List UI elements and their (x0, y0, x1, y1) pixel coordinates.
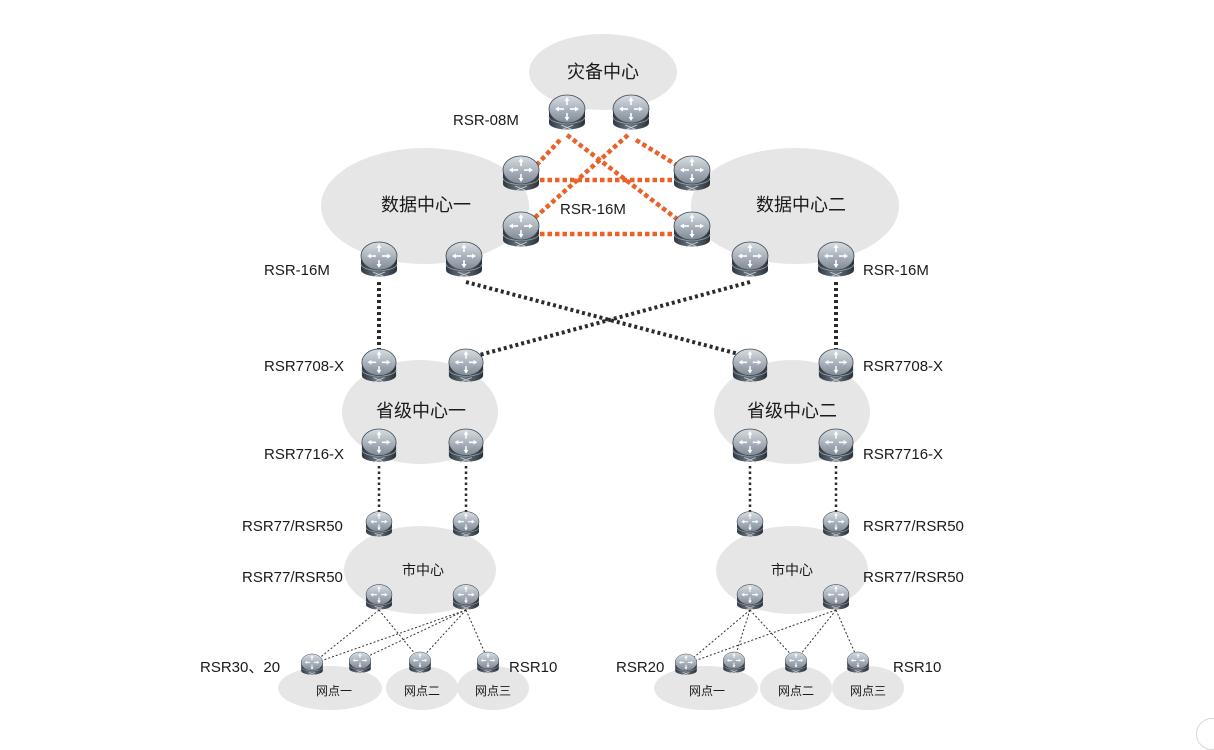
router-icon[interactable] (732, 428, 768, 464)
router-icon[interactable] (818, 428, 854, 464)
access-links (311, 609, 859, 665)
link-city2-b-site3 (835, 609, 859, 661)
router-icon[interactable] (673, 155, 711, 192)
router-icon[interactable] (846, 651, 870, 674)
router-icon[interactable] (348, 651, 372, 674)
site1-right-label: 网点一 (689, 684, 725, 698)
router-icon[interactable] (674, 653, 698, 676)
router-icon[interactable] (360, 241, 398, 278)
link-city2-a-site1-2 (733, 609, 751, 661)
wan-links (377, 280, 838, 359)
site3-right-zone (832, 666, 904, 710)
router-icon[interactable] (784, 651, 808, 674)
rsr7708x-right-label: RSR7708-X (863, 358, 943, 375)
site2-left-zone (386, 666, 458, 710)
router-icon[interactable] (822, 511, 850, 538)
router-icon[interactable] (361, 348, 397, 384)
link-city2-a-site1 (685, 609, 751, 665)
rsr7708x-left-label: RSR7708-X (264, 358, 344, 375)
rsr77-top-right-label: RSR77/RSR50 (863, 518, 964, 535)
rsr10-right-label: RSR10 (893, 659, 941, 676)
router-icon[interactable] (817, 241, 855, 278)
router-icon[interactable] (732, 348, 768, 384)
router-icon[interactable] (365, 584, 393, 611)
dc2-label: 数据中心二 (756, 195, 846, 216)
router-icon[interactable] (408, 651, 432, 674)
router-icon[interactable] (736, 584, 764, 611)
model-labels: RSR-08M RSR-16M RSR-16M RSR-16M RSR7708-… (200, 112, 964, 676)
router-icon[interactable] (548, 94, 586, 131)
prov1-label: 省级中心一 (376, 401, 466, 422)
dc1-label: 数据中心一 (381, 195, 471, 216)
site3-right-label: 网点三 (850, 684, 886, 698)
router-icon[interactable] (722, 651, 746, 674)
site2-right-label: 网点二 (778, 684, 814, 698)
router-icon[interactable] (300, 653, 324, 676)
router-icon[interactable] (476, 651, 500, 674)
link-city1-a-site2 (378, 609, 421, 661)
rsr16m-right-label: RSR-16M (863, 262, 929, 279)
link-city2-b-site2 (795, 609, 837, 661)
rsr16m-center-label: RSR-16M (560, 201, 626, 218)
router-icon[interactable] (731, 241, 769, 278)
router-icon[interactable] (452, 511, 480, 538)
site2-right-zone (760, 666, 832, 710)
site2-left-label: 网点二 (404, 684, 440, 698)
rsr10-left-label: RSR10 (509, 659, 557, 676)
site1-left-zone (278, 666, 382, 710)
prov-city-links (377, 466, 838, 512)
backbone-links (520, 133, 692, 237)
rsr16m-left-label: RSR-16M (264, 262, 330, 279)
router-icon[interactable] (448, 428, 484, 464)
city2-label: 市中心 (771, 562, 813, 579)
router-icon[interactable] (822, 584, 850, 611)
link-backup-dc2-upper (634, 138, 690, 174)
router-icon[interactable] (818, 348, 854, 384)
link-city1-b-site3 (465, 609, 489, 661)
link-city1-b-site1 (359, 609, 467, 661)
zone-labels: 灾备中心 数据中心一 数据中心二 省级中心一 省级中心二 市中心 市中心 网点一… (316, 62, 886, 698)
rsr08m-label: RSR-08M (453, 112, 519, 129)
site1-left-label: 网点一 (316, 684, 352, 698)
disaster-center-label: 灾备中心 (567, 62, 639, 83)
rsr7716x-right-label: RSR7716-X (863, 446, 943, 463)
link-city2-a-site2 (749, 609, 797, 661)
city1-label: 市中心 (402, 562, 444, 579)
link-city2-b-site1 (685, 609, 837, 665)
router-icon[interactable] (502, 211, 540, 248)
link-backup-dc1 (565, 133, 692, 231)
rsr7716x-left-label: RSR7716-X (264, 446, 344, 463)
router-icon[interactable] (736, 511, 764, 538)
router-icon[interactable] (502, 155, 540, 192)
disaster-center-zone (529, 34, 677, 110)
rsr30-20-label: RSR30、20 (200, 659, 280, 676)
router-icon[interactable] (452, 584, 480, 611)
link-backup-dc2 (520, 133, 630, 231)
rsr77-bottom-right-label: RSR77/RSR50 (863, 569, 964, 586)
dc1-zone (321, 148, 529, 264)
router-icon[interactable] (448, 348, 484, 384)
router-icon[interactable] (365, 511, 393, 538)
prov2-label: 省级中心二 (747, 401, 837, 422)
rsr77-bottom-left-label: RSR77/RSR50 (242, 569, 343, 586)
router-icon[interactable] (612, 94, 650, 131)
rsr77-top-left-label: RSR77/RSR50 (242, 518, 343, 535)
link-city1-b-site1-2 (311, 609, 467, 665)
rsr20-right-label: RSR20 (616, 659, 664, 676)
site1-right-zone (654, 666, 758, 710)
router-icon[interactable] (361, 428, 397, 464)
router-icon[interactable] (673, 211, 711, 248)
corner-circle-decoration (1196, 718, 1214, 750)
dc2-zone (691, 148, 899, 264)
link-city1-b-site2 (419, 609, 467, 661)
site3-left-zone (457, 666, 529, 710)
router-icon[interactable] (445, 241, 483, 278)
site3-left-label: 网点三 (475, 684, 511, 698)
